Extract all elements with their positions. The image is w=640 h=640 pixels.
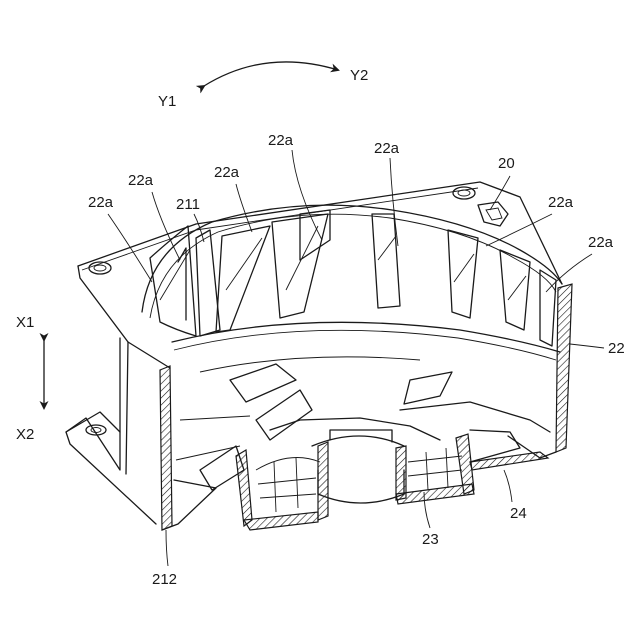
label-x1: X1: [16, 314, 34, 331]
label-y2: Y2: [350, 67, 368, 84]
label-22a-6: 22a: [548, 194, 574, 211]
housing-ring: [142, 205, 572, 458]
label-211: 211: [176, 196, 200, 213]
label-23: 23: [422, 531, 439, 548]
inner-support-ribs: [176, 357, 452, 490]
frame-top-plate: [78, 182, 562, 368]
fan-blades: [150, 210, 556, 346]
base-plate: [400, 402, 550, 470]
label-22a-7: 22a: [588, 234, 614, 251]
label-22a-4: 22a: [128, 172, 154, 189]
hub-section: [236, 418, 474, 530]
label-x2: X2: [16, 426, 34, 443]
label-22a-3: 22a: [214, 164, 240, 181]
label-22a-1: 22a: [268, 132, 294, 149]
label-22: 22: [608, 340, 625, 357]
label-212: 212: [152, 571, 177, 588]
rotation-direction-arrow: [204, 62, 338, 86]
frame-side-wall: [66, 338, 216, 530]
label-y1: Y1: [158, 93, 176, 110]
label-20: 20: [498, 155, 515, 172]
label-22a-2: 22a: [374, 140, 400, 157]
label-24: 24: [510, 505, 527, 522]
label-22a-5: 22a: [88, 194, 114, 211]
